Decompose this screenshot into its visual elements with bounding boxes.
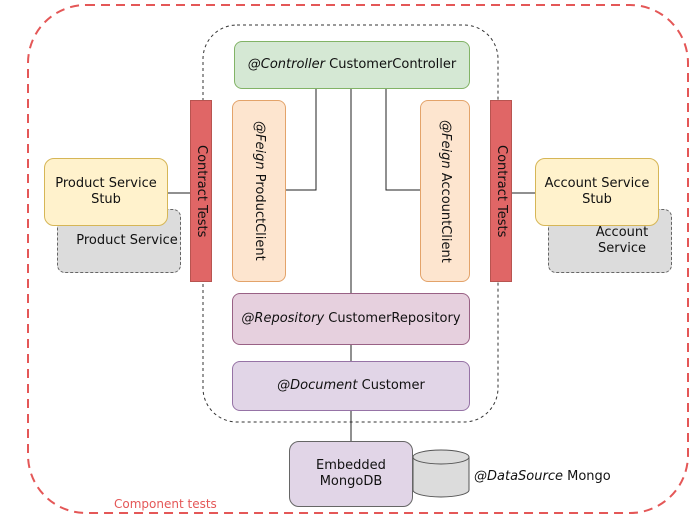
embedded-mongodb-label: Embedded MongoDB xyxy=(316,458,386,489)
feign-account-client-node: @Feign AccountClient xyxy=(420,100,470,282)
document-node: @Document Customer xyxy=(232,361,470,411)
contract-tests-right: Contract Tests xyxy=(490,100,512,282)
repository-name: CustomerRepository xyxy=(328,311,461,326)
controller-node: @Controller CustomerController xyxy=(234,41,470,89)
document-annotation: @Document xyxy=(277,378,358,393)
feign-account-name: AccountClient xyxy=(438,172,453,263)
repository-node: @Repository CustomerRepository xyxy=(232,293,470,345)
repository-annotation: @Repository xyxy=(241,311,325,326)
account-service-label: Account Service xyxy=(595,225,649,256)
document-name: Customer xyxy=(361,378,425,393)
database-cylinder-icon xyxy=(412,449,470,498)
datasource-annotation: @DataSource xyxy=(474,469,563,484)
controller-annotation: @Controller xyxy=(247,57,325,72)
controller-name: CustomerController xyxy=(329,57,457,72)
contract-tests-left-label: Contract Tests xyxy=(194,144,209,238)
datasource-label: @DataSource Mongo xyxy=(474,469,611,484)
product-service-label: Product Service xyxy=(76,233,178,248)
product-service-stub-node: Product Service Stub xyxy=(44,158,168,226)
feign-product-client-node: @Feign ProductClient xyxy=(232,100,286,282)
datasource-name: Mongo xyxy=(567,469,611,484)
feign-account-annotation: @Feign xyxy=(438,119,453,169)
product-service-stub-label: Product Service Stub xyxy=(55,176,157,207)
feign-product-annotation: @Feign xyxy=(252,121,267,170)
account-service-stub-label: Account Service Stub xyxy=(544,176,650,207)
embedded-mongodb-node: Embedded MongoDB xyxy=(289,441,413,507)
component-tests-label: Component tests xyxy=(114,497,217,511)
feign-product-name: ProductClient xyxy=(252,173,267,261)
contract-tests-left: Contract Tests xyxy=(190,100,212,282)
contract-tests-right-label: Contract Tests xyxy=(494,144,509,238)
connector-controller-account-client xyxy=(385,89,420,191)
account-service-stub-node: Account Service Stub xyxy=(535,158,659,226)
component-tests-boundary xyxy=(27,4,689,514)
